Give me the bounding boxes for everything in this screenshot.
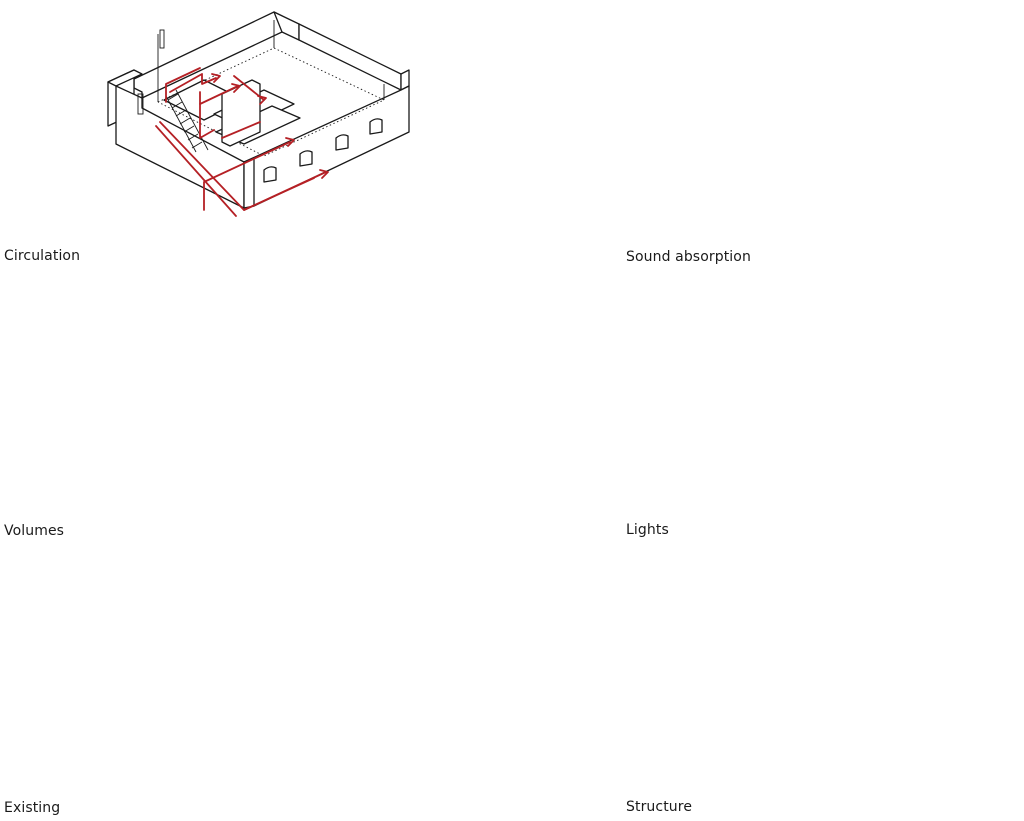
stair (165, 89, 209, 153)
caption-sound-absorption: Sound absorption (626, 249, 751, 265)
circulation-route (155, 67, 327, 217)
caption-structure: Structure (626, 799, 693, 815)
caption-lights: Lights (626, 522, 669, 538)
circulation-diagram (107, 11, 410, 217)
caption-volumes: Volumes (4, 523, 65, 539)
caption-existing: Existing (4, 800, 61, 816)
caption-circulation: Circulation (4, 248, 81, 264)
arrow-icon (211, 73, 329, 179)
